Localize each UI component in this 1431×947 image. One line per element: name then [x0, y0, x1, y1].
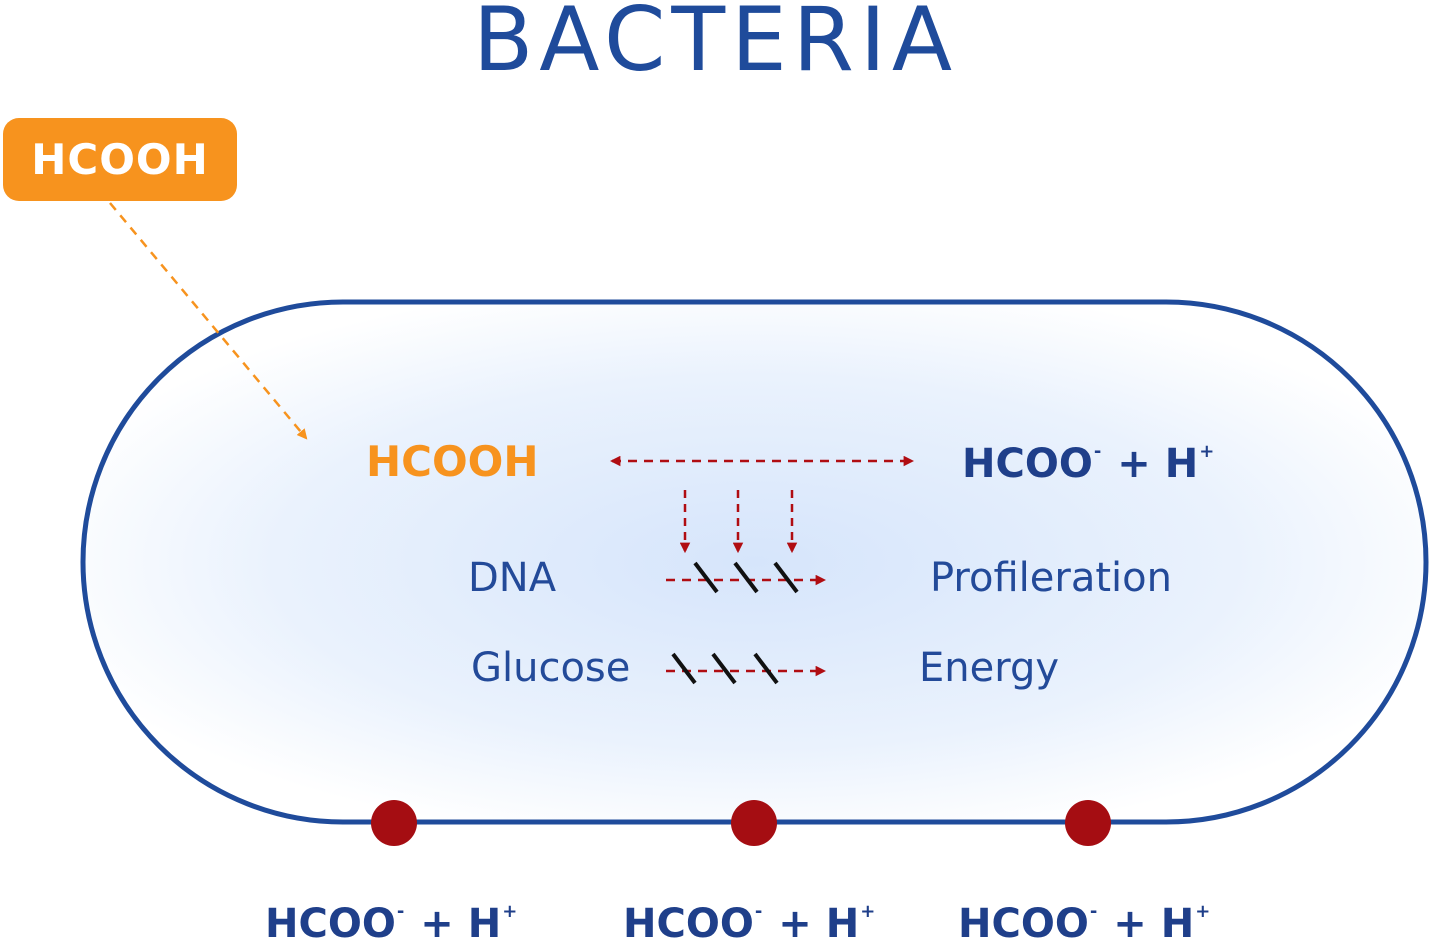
plus-sign: + [420, 901, 454, 947]
dna-block-mark-1 [693, 561, 719, 594]
proton: H [1164, 441, 1199, 487]
plus-sign: + [778, 901, 812, 947]
glucose-block-mark-3 [753, 652, 779, 685]
released-ions-3: HCOO- + H+ [958, 901, 1212, 947]
external-hcooh-label: HCOOH [31, 135, 209, 184]
dna-block-mark-3 [773, 561, 799, 594]
membrane-channel-2 [731, 800, 777, 846]
glucose-block-mark-2 [711, 652, 737, 685]
diagram-title: BACTERIA [472, 0, 959, 91]
proton-charge: + [1199, 441, 1215, 462]
released-ions-1: HCOO- + H+ [265, 901, 519, 947]
glucose-block-mark-1 [671, 652, 697, 685]
membrane-channel-3 [1065, 800, 1111, 846]
proton-charge: + [860, 901, 876, 922]
uptake-arrow [109, 202, 308, 440]
formate-ion: HCOO [958, 901, 1089, 947]
proliferation-label: Profileration [930, 555, 1172, 601]
proton: H [467, 901, 502, 947]
plus-sign: + [1117, 441, 1151, 487]
dna-block-mark-2 [733, 561, 759, 594]
proton-charge: + [1195, 901, 1211, 922]
formate-charge: - [754, 901, 763, 922]
membrane-channel-1 [371, 800, 417, 846]
formate-ion: HCOO [265, 901, 396, 947]
released-ions-2: HCOO- + H+ [623, 901, 877, 947]
internal-dissociation-product: HCOO- + H+ [962, 441, 1216, 487]
proton-charge: + [502, 901, 518, 922]
formate-ion: HCOO [623, 901, 754, 947]
formate-charge: - [396, 901, 405, 922]
formate-ion: HCOO [962, 441, 1093, 487]
glucose-label: Glucose [471, 645, 631, 691]
plus-sign: + [1113, 901, 1147, 947]
proton: H [825, 901, 860, 947]
external-hcooh-box: HCOOH [3, 118, 237, 201]
formate-charge: - [1093, 441, 1102, 462]
dna-label: DNA [468, 555, 557, 601]
formate-charge: - [1089, 901, 1098, 922]
energy-label: Energy [919, 645, 1060, 691]
internal-hcooh-label: HCOOH [366, 437, 539, 486]
proton: H [1160, 901, 1195, 947]
cell-membrane [80, 299, 1429, 825]
